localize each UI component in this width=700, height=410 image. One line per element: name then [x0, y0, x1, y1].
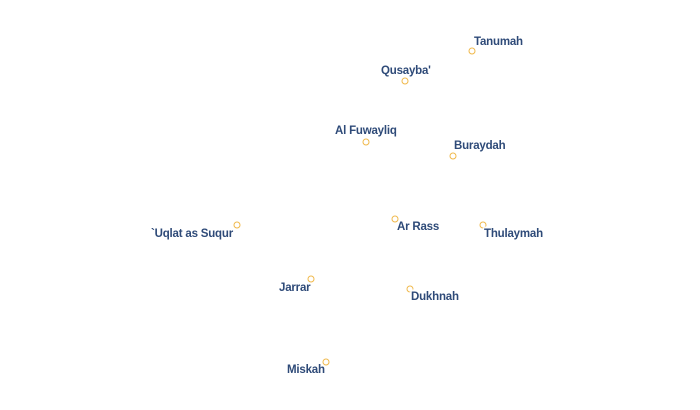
place-marker-buraydah[interactable] [449, 152, 457, 160]
place-marker-tanumah[interactable] [468, 47, 476, 55]
place-label-uqlat-as-suqur: `Uqlat as Suqur [151, 228, 233, 240]
place-label-dukhnah: Dukhnah [411, 291, 459, 303]
place-label-tanumah: Tanumah [474, 36, 523, 48]
place-marker-thulaymah[interactable] [479, 221, 487, 229]
place-marker-uqlat-as-suqur[interactable] [233, 221, 241, 229]
place-marker-al-fuwayliq[interactable] [362, 138, 370, 146]
place-label-al-fuwayliq: Al Fuwayliq [335, 125, 397, 137]
place-label-ar-rass: Ar Rass [397, 221, 440, 233]
place-label-jarrar: Jarrar [279, 282, 311, 294]
place-label-qusayba: Qusayba' [381, 65, 431, 77]
place-marker-miskah[interactable] [322, 358, 330, 366]
place-marker-qusayba[interactable] [401, 77, 409, 85]
place-label-miskah: Miskah [287, 364, 325, 376]
place-marker-dukhnah[interactable] [406, 285, 414, 293]
place-marker-ar-rass[interactable] [391, 215, 399, 223]
place-label-thulaymah: Thulaymah [484, 228, 543, 240]
place-marker-jarrar[interactable] [307, 275, 315, 283]
place-label-buraydah: Buraydah [454, 140, 506, 152]
